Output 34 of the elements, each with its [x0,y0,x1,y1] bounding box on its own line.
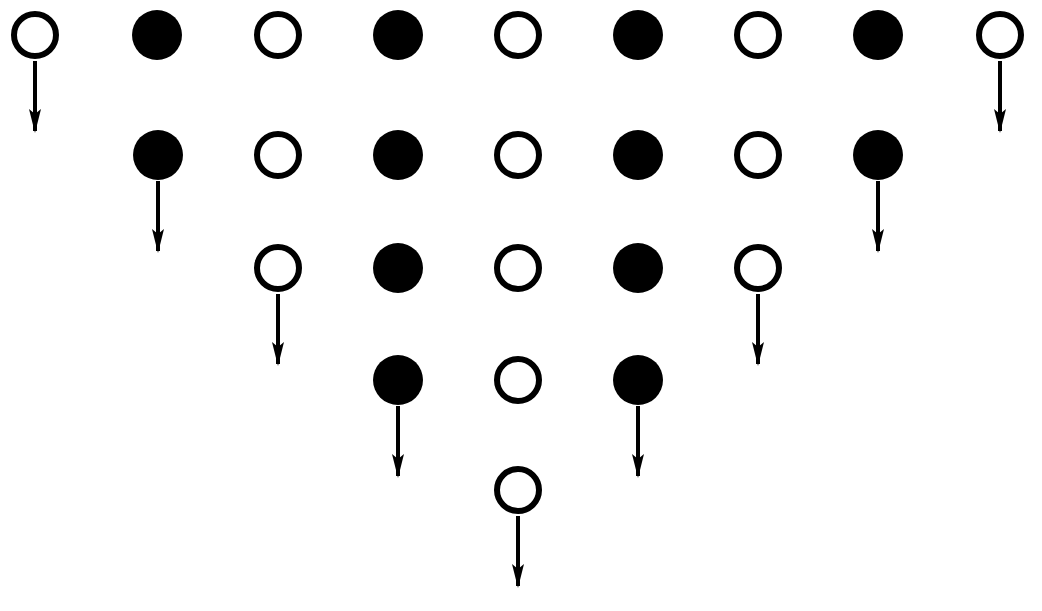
hollow-circle [252,129,304,181]
hollow-circle [732,9,784,61]
filled-circle [612,9,664,61]
filled-circle [612,242,664,294]
arrow [994,61,1006,133]
arrow [392,406,404,478]
hollow-circle [252,242,304,294]
filled-circle [852,9,904,61]
arrow [872,181,884,253]
filled-circle [372,129,424,181]
hollow-circle [492,242,544,294]
filled-circle [131,9,183,61]
filled-circle [132,129,184,181]
arrow [512,516,524,588]
filled-circle [852,129,904,181]
hollow-circle [732,242,784,294]
arrow [632,406,644,478]
arrow [152,181,164,253]
hollow-circle [492,354,544,406]
arrow [272,294,284,366]
filled-circle [372,354,424,406]
hollow-circle [252,9,304,61]
filled-circle [372,9,424,61]
hollow-circle [492,129,544,181]
arrow [752,294,764,366]
hollow-circle [9,9,61,61]
arrow [29,61,41,133]
hollow-circle [492,464,544,516]
filled-circle [612,129,664,181]
hollow-circle [732,129,784,181]
filled-circle [612,354,664,406]
hollow-circle [492,9,544,61]
filled-circle [372,242,424,294]
hollow-circle [974,9,1026,61]
